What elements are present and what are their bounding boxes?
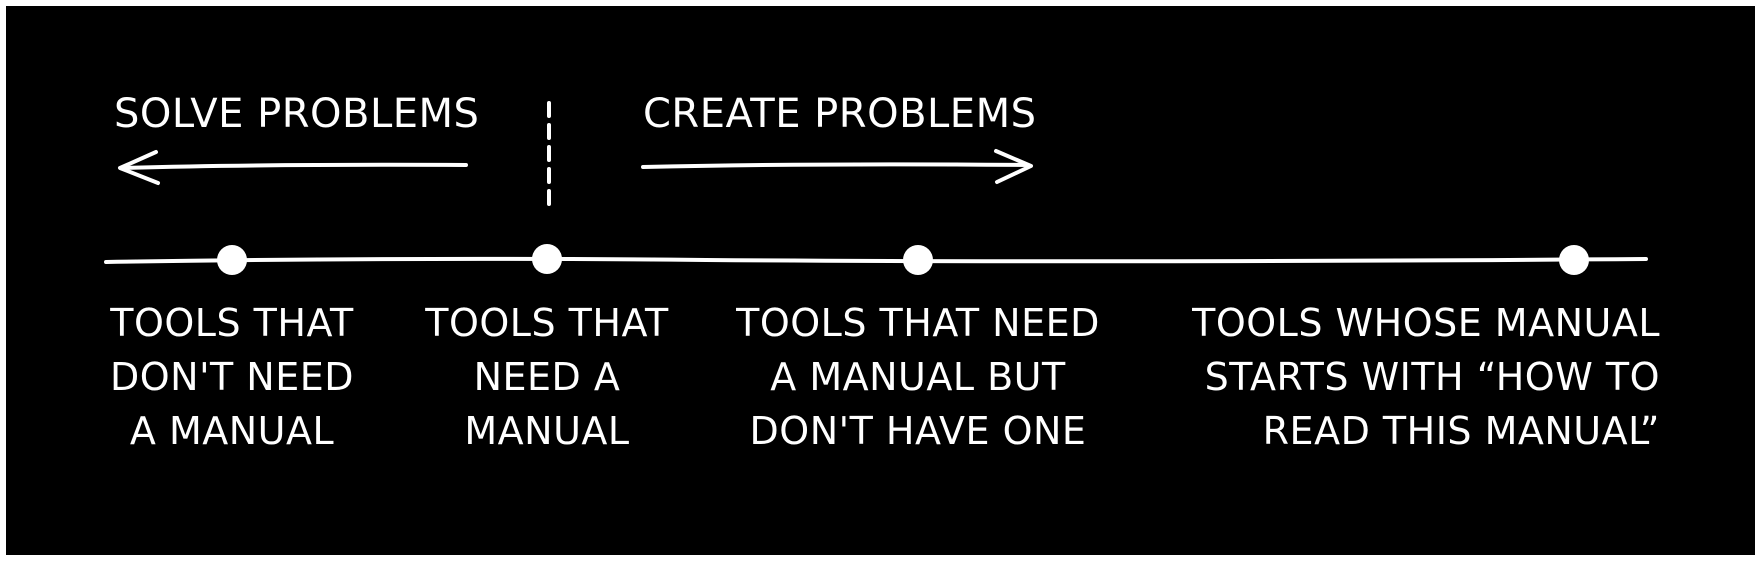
point-label-4-line-1: TOOLS WHOSE MANUAL bbox=[1192, 301, 1660, 345]
comic-panel: SOLVE PROBLEMS CREATE PROBLEMS TOOLS THA… bbox=[6, 6, 1755, 555]
point-label-4-line-3: READ THIS MANUAL” bbox=[1262, 409, 1660, 453]
point-label-1: TOOLS THAT DON'T NEED A MANUAL bbox=[110, 296, 354, 458]
point-dot-1 bbox=[217, 245, 247, 275]
point-label-2-line-3: MANUAL bbox=[464, 409, 630, 453]
point-label-3-line-3: DON'T HAVE ONE bbox=[749, 409, 1087, 453]
point-label-2: TOOLS THAT NEED A MANUAL bbox=[425, 296, 668, 458]
point-label-3: TOOLS THAT NEED A MANUAL BUT DON'T HAVE … bbox=[736, 296, 1100, 458]
right-arrow-icon bbox=[641, 162, 1030, 169]
create-problems-heading: CREATE PROBLEMS bbox=[643, 91, 1037, 137]
left-arrow-icon bbox=[119, 162, 468, 170]
point-label-4: TOOLS WHOSE MANUAL STARTS WITH “HOW TO R… bbox=[1192, 296, 1660, 458]
point-label-2-line-1: TOOLS THAT bbox=[425, 301, 669, 345]
point-label-3-line-2: A MANUAL BUT bbox=[770, 355, 1066, 399]
point-dot-3 bbox=[903, 245, 933, 275]
point-label-1-line-3: A MANUAL bbox=[129, 409, 335, 453]
point-label-3-line-1: TOOLS THAT NEED bbox=[736, 301, 1100, 345]
left-arrowhead-icon bbox=[118, 150, 160, 185]
solve-problems-heading: SOLVE PROBLEMS bbox=[114, 91, 480, 137]
point-label-4-line-2: STARTS WITH “HOW TO bbox=[1204, 355, 1660, 399]
timeline-axis bbox=[104, 256, 1648, 264]
timeline-drawing bbox=[104, 101, 1648, 275]
right-arrowhead-icon bbox=[994, 149, 1033, 184]
point-label-1-line-2: DON'T NEED bbox=[109, 355, 355, 399]
point-label-1-line-1: TOOLS THAT bbox=[110, 301, 354, 345]
point-label-2-line-2: NEED A bbox=[473, 355, 621, 399]
point-dot-4 bbox=[1559, 245, 1589, 275]
point-dot-2 bbox=[532, 244, 562, 274]
